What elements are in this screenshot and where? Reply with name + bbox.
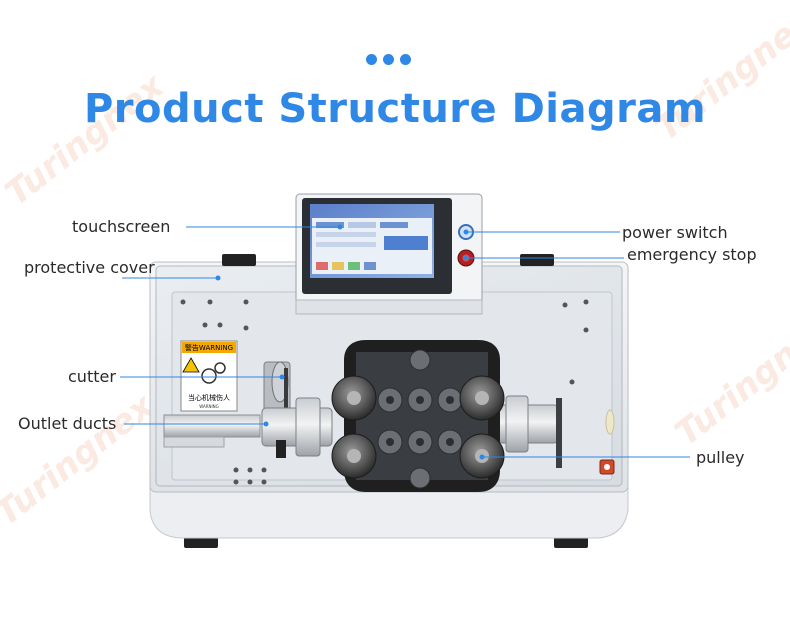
svg-text:警告WARNING: 警告WARNING [185, 343, 233, 352]
label-cutter: cutter [68, 367, 116, 386]
machine-foot-right [554, 537, 588, 548]
svg-text:当心机械伤人: 当心机械伤人 [188, 393, 230, 402]
label-emergency-stop: emergency stop [627, 245, 757, 264]
label-touchscreen: touchscreen [72, 217, 171, 236]
label-protective-cover: protective cover [24, 258, 155, 277]
label-pulley: pulley [696, 448, 745, 467]
page-title: Product Structure Diagram [83, 86, 707, 132]
machine-base [149, 487, 629, 539]
hinge-left [222, 254, 256, 266]
svg-text:WARNING: WARNING [199, 404, 219, 409]
label-outlet-ducts: Outlet ducts [18, 414, 117, 433]
label-power-switch: power switch [622, 223, 728, 242]
outlet-duct [163, 414, 261, 438]
machine-foot-left [184, 537, 218, 548]
hinge-right [520, 254, 554, 266]
title-decoration-dots [366, 54, 411, 65]
